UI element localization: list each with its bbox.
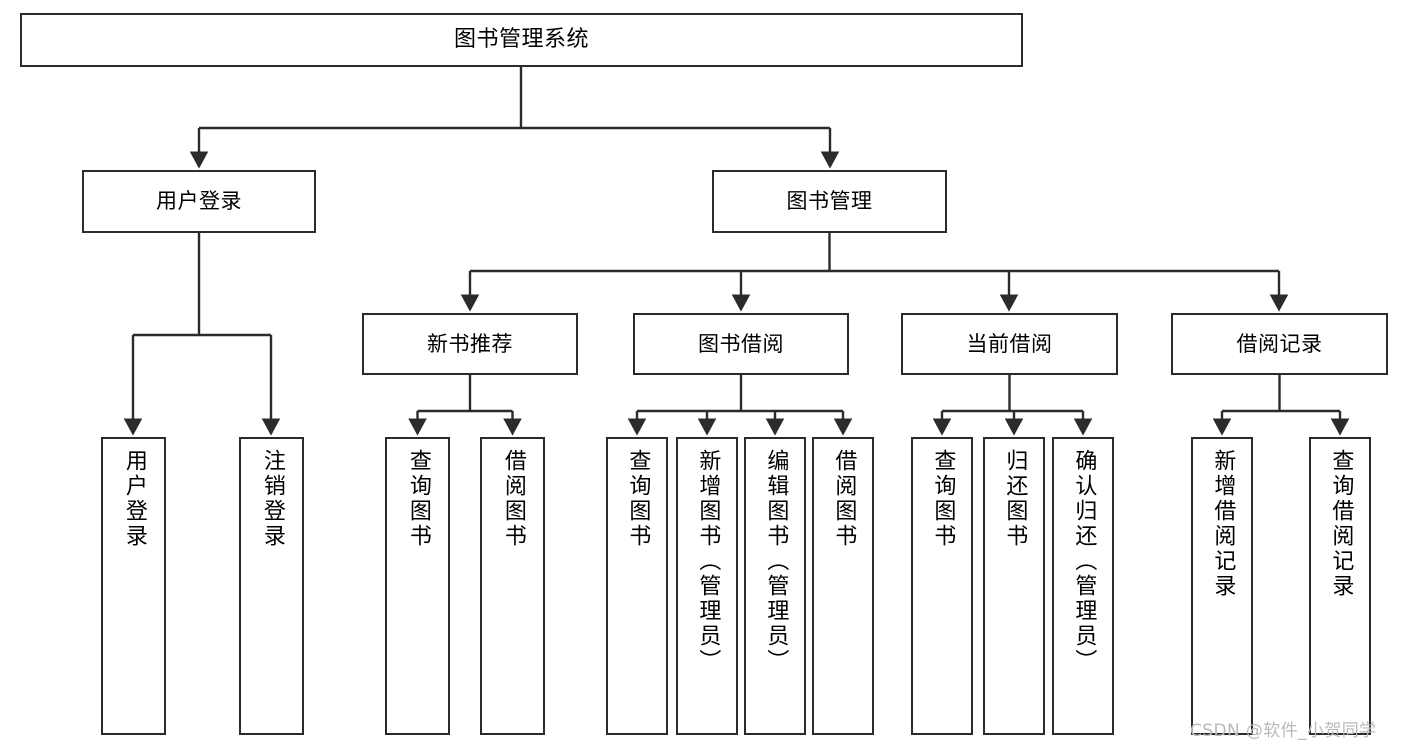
node-level2-1-label: 用户登录 [156,189,242,214]
node-leaf-4-label: 借阅图书 [500,449,526,549]
node-leaf-11-label: 确认归还（管理员） [1071,449,1097,674]
node-leaf-5-label: 查询图书 [625,449,651,549]
node-leaf-9-label: 查询图书 [930,449,956,549]
node-leaf-10-label: 归还图书 [1002,449,1028,549]
node-leaf-7-label: 编辑图书（管理员） [763,449,789,674]
node-leaf-2-label: 注销登录 [259,449,285,549]
watermark: CSDN @软件_小贺同学 [1190,721,1377,741]
node-leaf-7[interactable]: 编辑图书（管理员） [744,437,806,735]
node-level2-1[interactable]: 用户登录 [82,170,316,233]
node-leaf-12-label: 新增借阅记录 [1210,449,1236,599]
node-leaf-11[interactable]: 确认归还（管理员） [1052,437,1114,735]
node-level2-2-label: 图书管理 [786,189,873,214]
node-leaf-3[interactable]: 查询图书 [385,437,450,735]
node-leaf-8[interactable]: 借阅图书 [812,437,874,735]
node-leaf-13[interactable]: 查询借阅记录 [1309,437,1371,735]
node-root-label: 图书管理系统 [453,27,589,53]
node-level3-4[interactable]: 借阅记录 [1171,313,1388,375]
node-leaf-1[interactable]: 用户登录 [101,437,166,735]
node-leaf-3-label: 查询图书 [405,449,431,549]
node-root[interactable]: 图书管理系统 [20,13,1023,67]
node-level3-2-label: 图书借阅 [698,331,784,356]
node-leaf-1-label: 用户登录 [121,449,147,549]
node-leaf-12[interactable]: 新增借阅记录 [1191,437,1253,735]
node-level2-2[interactable]: 图书管理 [712,170,947,233]
node-leaf-4[interactable]: 借阅图书 [480,437,545,735]
node-leaf-2[interactable]: 注销登录 [239,437,304,735]
node-level3-2[interactable]: 图书借阅 [633,313,849,375]
node-leaf-6[interactable]: 新增图书（管理员） [676,437,738,735]
node-level3-3[interactable]: 当前借阅 [901,313,1118,375]
node-leaf-5[interactable]: 查询图书 [606,437,668,735]
node-leaf-6-label: 新增图书（管理员） [695,449,721,674]
node-leaf-8-label: 借阅图书 [831,449,857,549]
node-level3-1-label: 新书推荐 [427,331,513,356]
node-level3-1[interactable]: 新书推荐 [362,313,578,375]
node-leaf-10[interactable]: 归还图书 [983,437,1045,735]
node-level3-4-label: 借阅记录 [1236,331,1323,356]
node-leaf-13-label: 查询借阅记录 [1328,449,1354,599]
node-level3-3-label: 当前借阅 [966,331,1053,356]
node-leaf-9[interactable]: 查询图书 [911,437,973,735]
